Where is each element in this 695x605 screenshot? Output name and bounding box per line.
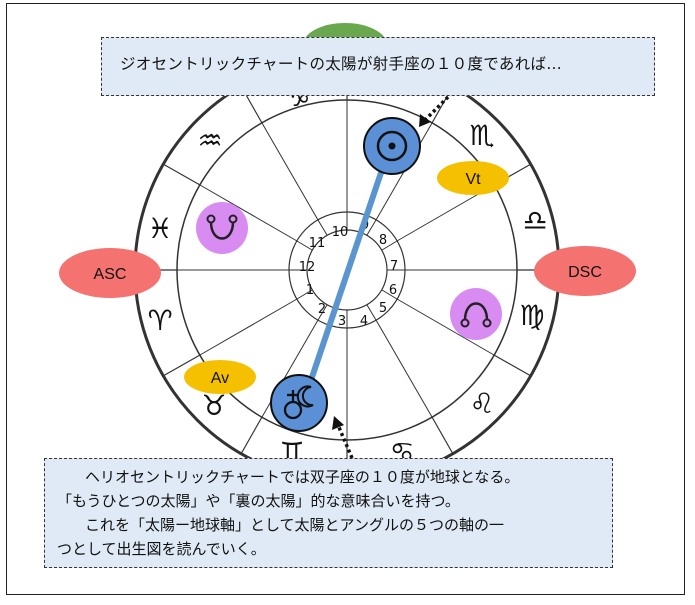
house-number-7: 7 — [390, 259, 398, 274]
top-dotted-arrow — [419, 95, 450, 127]
north-node-icon — [463, 302, 489, 321]
earth-icon — [283, 390, 303, 420]
house-number-5: 5 — [379, 301, 387, 316]
top-callout-text: ジオセントリックチャートの太陽が射手座の１０度であれば… — [120, 55, 563, 73]
pisces-icon: ♓ — [147, 212, 172, 245]
moon-icon — [296, 385, 314, 408]
inner-spokes — [289, 212, 405, 328]
north-node — [450, 288, 502, 340]
south-node — [196, 202, 248, 254]
bottom-callout: ヘリオセントリックチャートでは双子座の１０度が地球となる。 「もうひとつの太陽」… — [44, 458, 613, 568]
leo-icon: ♌ — [469, 387, 494, 420]
bottom-callout-line-3: これを「太陽ー地球軸」として太陽とアングルの５つの軸の一 — [85, 516, 504, 534]
earth-planet — [270, 374, 328, 432]
av-badge — [184, 360, 256, 394]
sun-icon — [376, 130, 408, 162]
av-label: Av — [211, 370, 229, 387]
bottom-callout-line-2: 「もうひとつの太陽」や「裏の太陽」的な意味合いを持つ。 — [57, 492, 460, 510]
house-number-2: 2 — [318, 302, 326, 317]
sun-earth-axis-line — [302, 151, 391, 399]
sun-planet — [363, 117, 421, 175]
house-number-4: 4 — [360, 314, 368, 329]
vt-label: Vt — [465, 171, 481, 188]
asc-badge — [59, 248, 161, 298]
taurus-icon: ♉ — [201, 389, 226, 422]
house-number-1: 1 — [306, 283, 314, 298]
dsc-badge — [534, 246, 636, 296]
bottom-callout-line-1: ヘリオセントリックチャートでは双子座の１０度が地球となる。 — [85, 468, 520, 486]
bottom-callout-line-4: つとして出生図を読んでいく。 — [57, 540, 266, 558]
bottom-dotted-arrow — [332, 416, 354, 459]
house-number-3: 3 — [338, 314, 346, 329]
dsc-label: DSC — [568, 264, 602, 281]
scorpio-icon: ♏ — [469, 119, 494, 152]
asc-label: ASC — [94, 266, 127, 283]
house-number-10: 10 — [332, 225, 349, 240]
aries-icon: ♈ — [147, 304, 172, 337]
south-node-icon — [209, 221, 235, 240]
house-number-11: 11 — [309, 236, 326, 251]
house-number-12: 12 — [299, 260, 316, 275]
house-number-6: 6 — [389, 283, 397, 298]
libra-icon: ♎ — [522, 204, 547, 237]
virgo-icon: ♍ — [519, 299, 544, 332]
aquarius-icon: ♒ — [197, 124, 222, 157]
house-number-8: 8 — [379, 233, 387, 248]
top-callout: ジオセントリックチャートの太陽が射手座の１０度であれば… — [101, 37, 655, 96]
vt-badge — [437, 161, 509, 195]
